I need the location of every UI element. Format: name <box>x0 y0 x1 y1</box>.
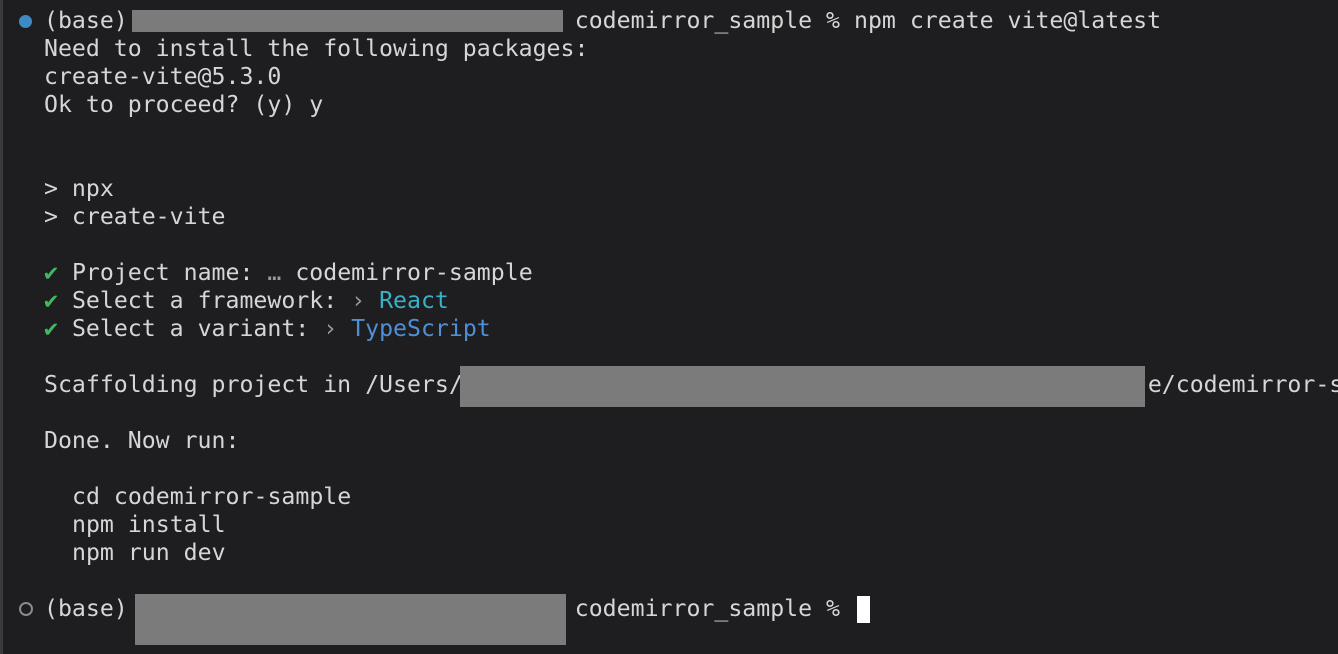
ellipsis-icon: … <box>267 259 282 286</box>
conda-env: (base) <box>44 595 128 622</box>
prompt-answer-variant: ✔ Select a variant: › TypeScript <box>44 315 491 343</box>
scaffold-prefix: Scaffolding project in /Users/ <box>44 371 463 398</box>
terminal-cursor <box>857 596 870 623</box>
output-line: Done. Now run: <box>44 427 240 454</box>
output-line: create-vite@5.3.0 <box>44 63 282 90</box>
prompt-line-1: (base) codemirror_sample % npm create vit… <box>44 7 1161 35</box>
command-text: npm create vite@latest <box>853 7 1162 34</box>
redacted-hostname <box>135 594 566 645</box>
conda-env: (base) <box>44 7 128 34</box>
scaffold-line: Scaffolding project in /Users/e/codemirr… <box>44 371 1338 399</box>
output-line: > create-vite <box>44 203 226 230</box>
next-command: npm run dev <box>72 539 226 566</box>
prompt-value: codemirror-sample <box>295 259 533 286</box>
prompt-answer-framework: ✔ Select a framework: › React <box>44 287 449 315</box>
prompt-label: Select a framework: <box>71 287 338 314</box>
chevron-right-icon: › <box>351 287 366 314</box>
prompt-label: Project name: <box>71 259 254 286</box>
prompt-label: Select a variant: <box>71 315 310 342</box>
check-icon: ✔ <box>44 315 58 342</box>
prompt-value: React <box>379 287 449 314</box>
redacted-path <box>460 366 1145 407</box>
chevron-right-icon: › <box>323 315 338 342</box>
output-line: Need to install the following packages: <box>44 35 589 62</box>
next-command: npm install <box>72 511 226 538</box>
next-command: cd codemirror-sample <box>72 483 352 510</box>
prompt-answer-project-name: ✔ Project name: … codemirror-sample <box>44 259 533 287</box>
command-status-idle-icon[interactable] <box>19 602 33 616</box>
prompt-line-2[interactable]: (base) codemirror_sample % <box>44 595 840 623</box>
prompt-dir: codemirror_sample % <box>574 595 841 622</box>
check-icon: ✔ <box>44 259 58 286</box>
command-status-success-icon[interactable] <box>19 15 32 28</box>
redacted-hostname <box>132 10 563 32</box>
check-icon: ✔ <box>44 287 58 314</box>
output-line: Ok to proceed? (y) y <box>44 91 324 118</box>
scaffold-suffix: e/codemirror-sa <box>1147 371 1338 398</box>
terminal-left-border <box>0 0 3 654</box>
prompt-dir: codemirror_sample % <box>574 7 841 34</box>
prompt-value: TypeScript <box>351 315 491 342</box>
output-line: > npx <box>44 175 114 202</box>
